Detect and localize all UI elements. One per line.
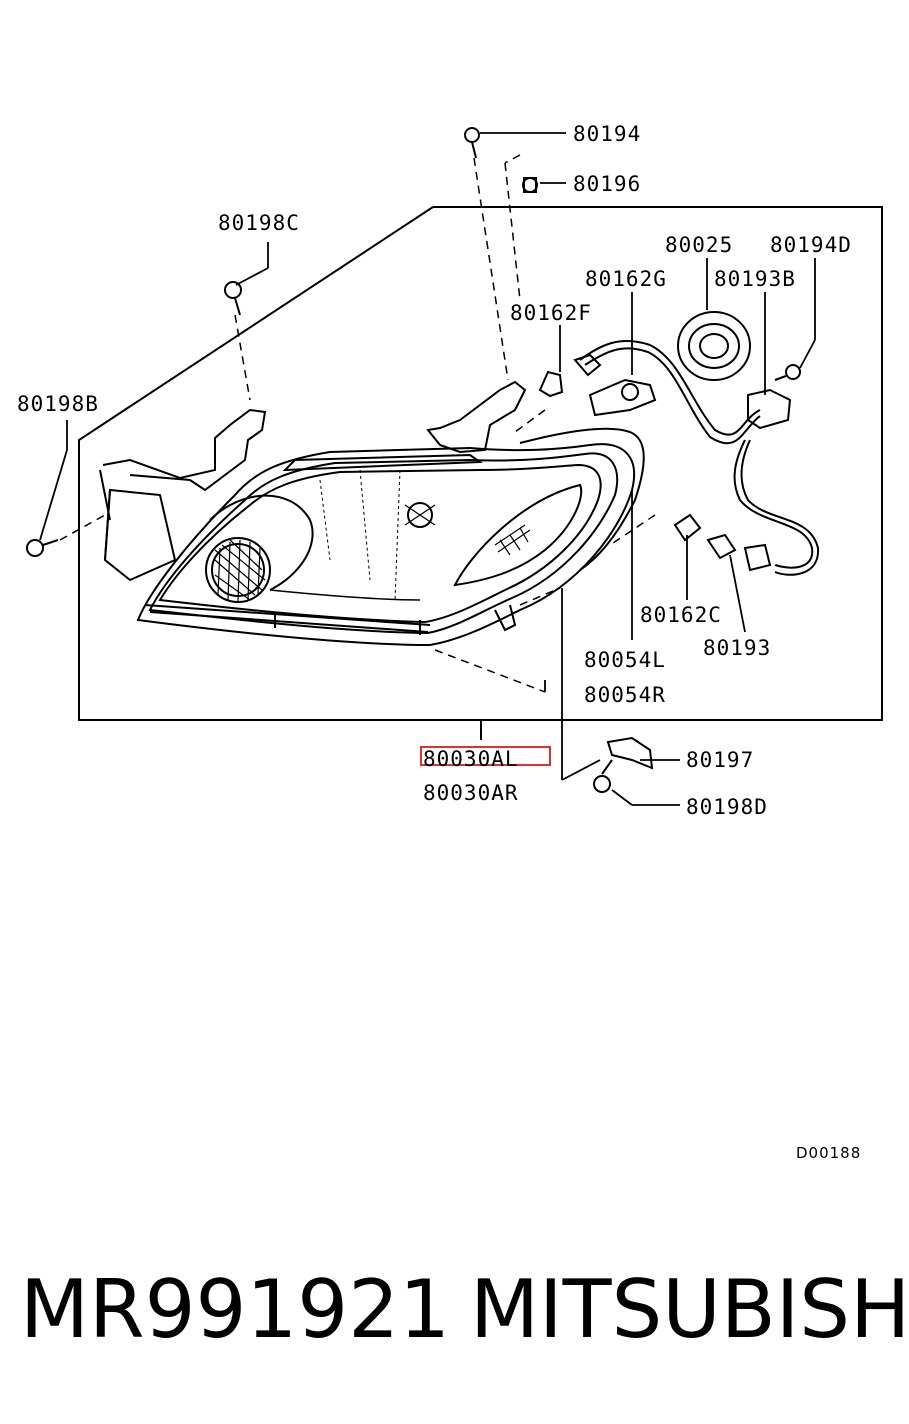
screw-80198b [26,539,59,557]
socket-80025 [677,311,751,381]
bulb-80162f [538,370,564,398]
screw-80198d [593,759,613,793]
callout-80030al: 80030AL [423,747,519,771]
callout-80030ar: 80030AR [423,781,519,805]
bulb-80162g [573,353,657,417]
diagram-code: D00188 [796,1144,861,1162]
socket-80193 [706,533,772,572]
callout-80193b: 80193B [714,267,796,291]
callout-80198d: 80198D [686,795,768,819]
screw-80194d [774,364,801,381]
screw-80194 [464,127,480,159]
callout-80162c: 80162C [640,603,722,627]
bulb-80162c [673,513,702,542]
callout-80194: 80194 [573,122,641,146]
right-bracket [426,380,527,454]
clip-80197 [606,736,654,770]
callout-80162f: 80162F [510,301,592,325]
screw-80198c [224,281,242,316]
callout-80198b: 80198B [17,392,99,416]
highlight-box [420,746,551,766]
nut-80196 [522,177,538,193]
left-bracket [99,408,267,582]
callout-80025: 80025 [665,233,733,257]
callout-80196: 80196 [573,172,641,196]
callout-80054r: 80054R [584,683,666,707]
callout-80194d: 80194D [770,233,852,257]
callout-80054l: 80054L [584,648,666,672]
wiring-harness [579,340,820,576]
callout-80193: 80193 [703,636,771,660]
callout-80162g: 80162G [585,267,667,291]
callout-80198c: 80198C [218,211,300,235]
headlamp-housing [136,443,636,647]
lens-seal-80054 [519,427,645,571]
part-number: MR991921 [20,1263,450,1356]
callout-80197: 80197 [686,748,754,772]
brand-name: MITSUBISHI [470,1263,909,1356]
